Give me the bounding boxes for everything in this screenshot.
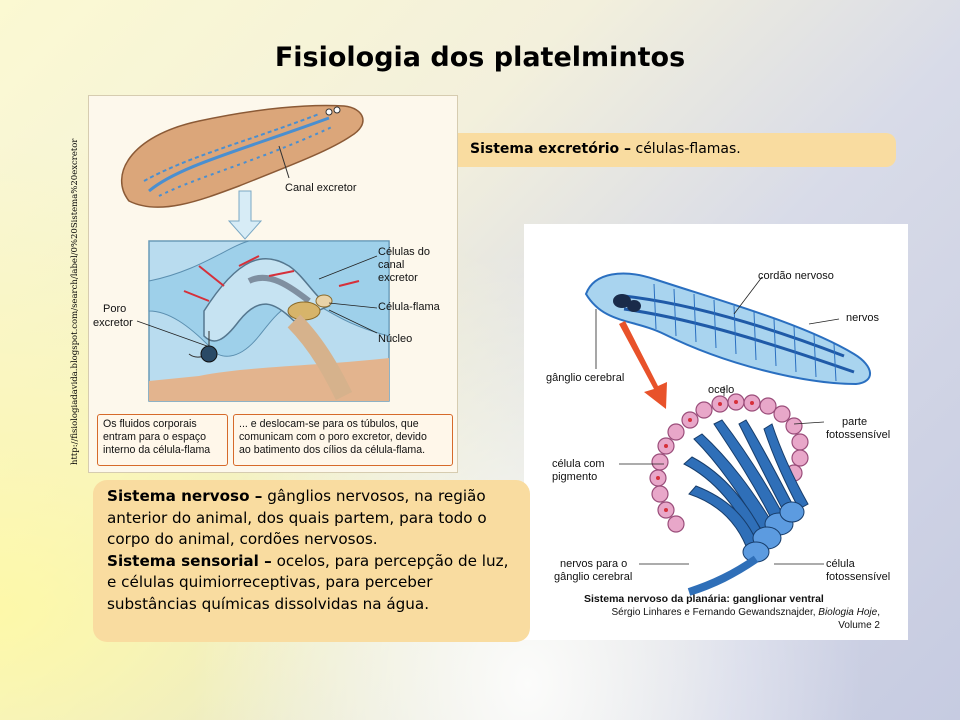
label-celulas-canal-3: excretor bbox=[378, 272, 418, 284]
fluid-box-left: Os fluidos corporais entram para o espaç… bbox=[97, 414, 228, 466]
source-url: http://fisiologiadavida.blogspot.com/sea… bbox=[70, 138, 80, 465]
nervous-callout-text-1: gânglios nervosos, na região anterior do… bbox=[107, 487, 487, 548]
slide-title: Fisiologia dos platelmintos bbox=[274, 42, 686, 73]
label-nervos: nervos bbox=[846, 312, 880, 324]
excretory-illustration: Canal excretor Células do canal excretor… bbox=[88, 95, 458, 473]
excretory-callout-bold: Sistema excretório – bbox=[470, 141, 632, 157]
fluid-box-right: ... e deslocam-se para os túbulos, que c… bbox=[233, 414, 453, 466]
nervous-caption-volume: Volume 2 bbox=[838, 620, 880, 631]
label-poro-2: excretor bbox=[93, 317, 133, 329]
label-celula-pigmento-2: pigmento bbox=[552, 471, 598, 483]
nervous-caption-authors: Sérgio Linhares e Fernando Gewandsznajde… bbox=[611, 607, 880, 618]
zoom-arrow bbox=[227, 190, 263, 240]
label-nucleo: Núcleo bbox=[378, 333, 413, 345]
label-celula-flama: Célula-flama bbox=[378, 301, 440, 313]
excretory-callout-text: células-flamas. bbox=[631, 141, 741, 157]
label-cordao-nervoso: cordão nervoso bbox=[758, 270, 834, 282]
label-nervos-para-1: nervos para o bbox=[560, 558, 628, 570]
label-celulas-canal-2: canal bbox=[378, 259, 405, 271]
label-celula-pigmento-1: célula com bbox=[552, 458, 605, 470]
nervous-callout-bold-2: Sistema sensorial – bbox=[107, 551, 272, 570]
zoom-arrow-red bbox=[619, 321, 667, 409]
label-canal-excretor: Canal excretor bbox=[285, 182, 357, 194]
label-parte-1: parte bbox=[842, 416, 868, 428]
nervous-callout: Sistema nervoso – gânglios nervosos, na … bbox=[93, 480, 530, 642]
nervous-callout-bold-1: Sistema nervoso – bbox=[107, 487, 263, 505]
label-celula-foto-1: célula bbox=[826, 558, 855, 570]
label-poro-1: Poro bbox=[103, 303, 127, 315]
nervous-caption-title: Sistema nervoso da planária: ganglionar … bbox=[584, 593, 824, 605]
label-ocelo: ocelo bbox=[708, 384, 735, 396]
nervous-callout-text-2: ocelos, para percepção de luz, e células… bbox=[107, 551, 509, 613]
nervous-diagram bbox=[584, 272, 871, 596]
label-celulas-canal-1: Células do bbox=[378, 246, 430, 258]
label-nervos-para-2: gânglio cerebral bbox=[554, 571, 633, 583]
excretory-callout: Sistema excretório – células-flamas. bbox=[458, 133, 896, 167]
excretory-diagram bbox=[120, 104, 390, 402]
label-parte-2: fotossensível bbox=[826, 429, 891, 441]
label-celula-foto-2: fotossensível bbox=[826, 571, 891, 583]
label-ganglio-cerebral: gânglio cerebral bbox=[546, 372, 625, 384]
planarian-body bbox=[120, 104, 364, 208]
photosensitive-cells bbox=[683, 419, 809, 555]
canal-line bbox=[148, 116, 330, 193]
nervous-illustration: cordão nervoso nervos gânglio cerebral o… bbox=[524, 224, 908, 640]
